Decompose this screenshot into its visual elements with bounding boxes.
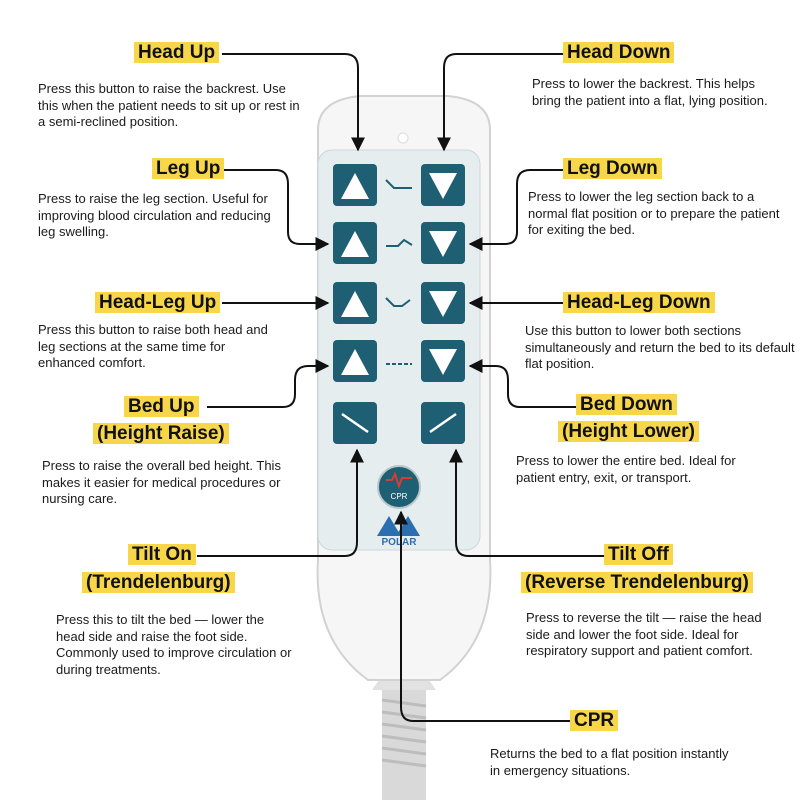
head-leg-up-description: Press this button to raise both head and… [38, 322, 268, 370]
leg-up-description: Press to raise the leg section. Useful f… [38, 191, 271, 239]
head-leg-up-button[interactable] [333, 282, 377, 324]
head-up-label: Head Up [134, 41, 220, 65]
bed-up-button[interactable] [333, 340, 377, 382]
head-leg-down-label: Head-Leg Down [563, 291, 715, 315]
head-up-button[interactable] [333, 164, 377, 206]
cpr-button[interactable]: CPR [377, 465, 421, 509]
leg-down-label: Leg Down [563, 157, 662, 181]
head-up-description: Press this button to raise the backrest.… [38, 81, 300, 129]
cpr-button-label: CPR [391, 492, 408, 501]
cpr-description: Returns the bed to a flat position insta… [490, 746, 729, 778]
cpr-label: CPR [570, 709, 619, 733]
bed-up-description: Press to raise the overall bed height. T… [42, 458, 281, 506]
bed-down-button[interactable] [421, 340, 465, 382]
status-led [397, 132, 409, 144]
tilt-on-description: Press this to tilt the bed — lower the h… [56, 612, 292, 677]
bed-down-sublabel: (Height Lower) [558, 420, 699, 444]
bed-down-description: Press to lower the entire bed. Ideal for… [516, 453, 736, 485]
callout-lines [197, 53, 604, 722]
tilt-off-sublabel: (Reverse Trendelenburg) [521, 571, 753, 595]
head-leg-down-description: Use this button to lower both sections s… [525, 323, 795, 371]
leg-up-label: Leg Up [152, 157, 225, 181]
tilt-on-sublabel: (Trendelenburg) [82, 571, 235, 595]
bed-up-sublabel: (Height Raise) [93, 422, 229, 446]
head-down-label: Head Down [563, 41, 675, 65]
leg-down-button[interactable] [421, 222, 465, 264]
svg-text:POLAR: POLAR [382, 537, 418, 548]
leg-up-button[interactable] [333, 222, 377, 264]
tilt-off-label: Tilt Off [604, 543, 673, 567]
leg-down-description: Press to lower the leg section back to a… [528, 189, 780, 237]
tilt-on-button[interactable] [333, 402, 377, 444]
head-leg-down-button[interactable] [421, 282, 465, 324]
remote-cable [372, 665, 436, 800]
heartbeat-icon [386, 471, 412, 489]
tilt-off-description: Press to reverse the tilt — raise the he… [526, 610, 762, 658]
bed-up-label: Bed Up [124, 395, 199, 419]
head-leg-icon [385, 297, 411, 307]
head-icon [385, 179, 412, 189]
tilt-off-button[interactable] [421, 402, 465, 444]
leg-icon [386, 238, 413, 247]
tilt-on-label: Tilt On [128, 543, 196, 567]
head-down-description: Press to lower the backrest. This helps … [532, 76, 768, 108]
head-down-button[interactable] [421, 164, 465, 206]
head-leg-up-label: Head-Leg Up [95, 291, 221, 315]
bed-down-label: Bed Down [576, 393, 677, 417]
